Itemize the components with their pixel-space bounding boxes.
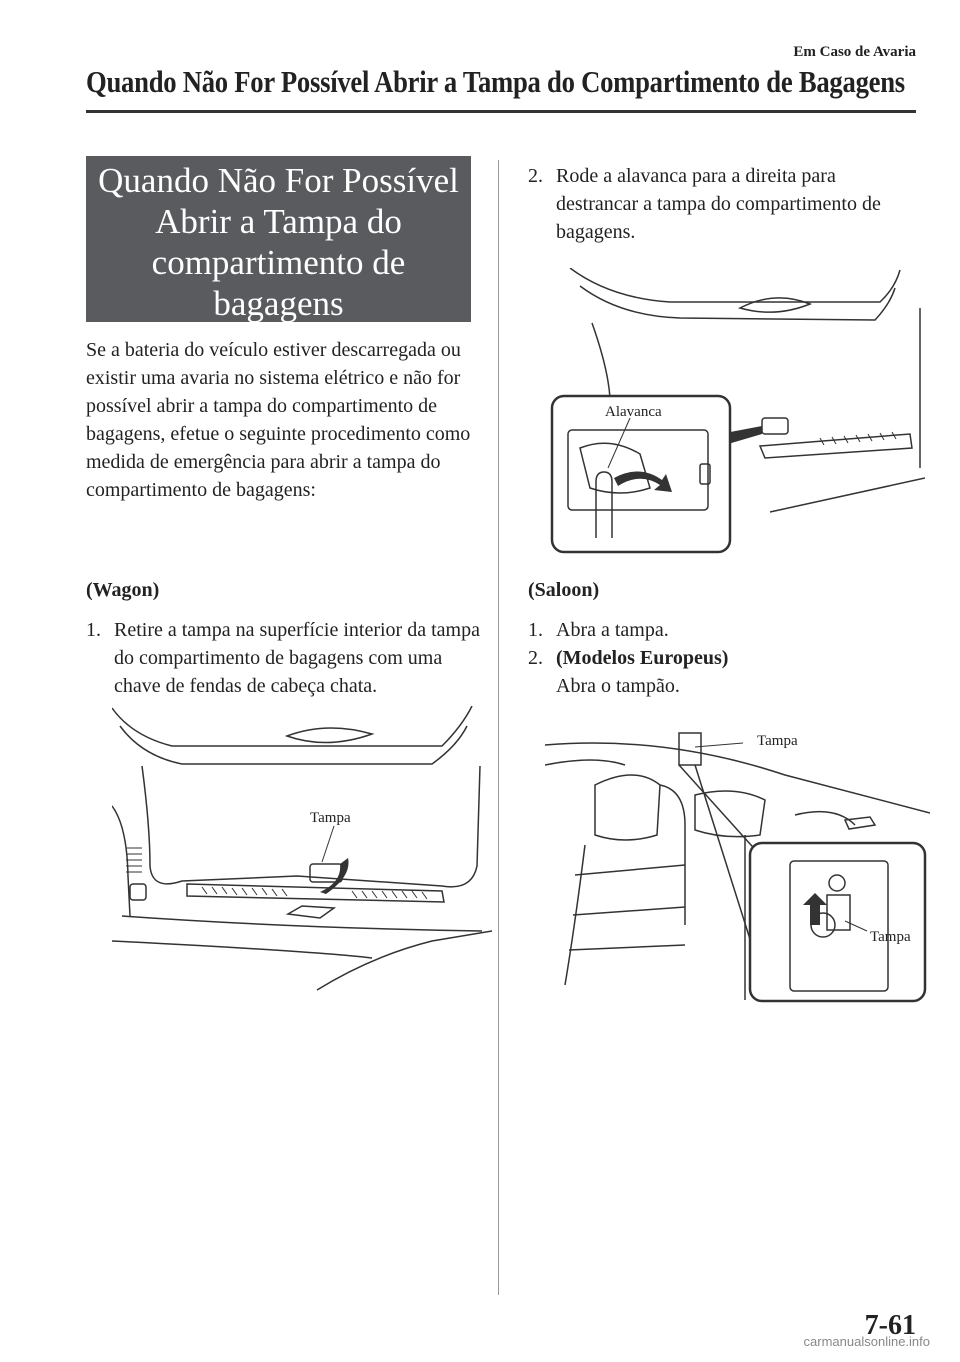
- step-bold-text: (Modelos Europeus): [556, 647, 729, 669]
- intro-paragraph: Se a bateria do veículo estiver descarre…: [86, 339, 471, 501]
- step-text: Retire a tampa na superfície interior da…: [114, 619, 480, 697]
- figure-label-tampa-top: Tampa: [757, 733, 798, 749]
- saloon-step-2: 2. (Modelos Europeus) Abra o tampão.: [528, 644, 908, 700]
- step-number: 1.: [86, 619, 101, 641]
- wagon-cover-illustration: Tampa: [112, 706, 492, 991]
- step-text: Abra a tampa.: [556, 619, 669, 641]
- column-divider: [498, 160, 499, 1295]
- page-number: 7-61: [864, 1310, 916, 1341]
- wagon-steps: (Wagon) 1. Retire a tampa na superfície …: [86, 576, 481, 700]
- saloon-illustration: Tampa Tampa: [545, 732, 930, 1003]
- wagon-label: (Wagon): [86, 579, 160, 601]
- section-heading-box: Quando Não For Possível Abrir a Tampa do…: [86, 156, 471, 323]
- step-text: Rode a alavanca para a direita para dest…: [556, 165, 881, 243]
- saloon-steps: (Saloon) 1. Abra a tampa. 2. (Modelos Eu…: [528, 576, 908, 700]
- running-title: Quando Não For Possível Abrir a Tampa do…: [86, 64, 905, 99]
- wagon-step-1: 1. Retire a tampa na superfície interior…: [86, 616, 481, 700]
- watermark: carmanualsonline.info: [803, 1334, 930, 1349]
- step-number: 2.: [528, 647, 543, 669]
- heading-line: Quando Não For Possível: [98, 161, 459, 200]
- step-number: 1.: [528, 619, 543, 641]
- step-number: 2.: [528, 165, 543, 187]
- wagon-lever-illustration: Alavanca: [550, 268, 925, 554]
- figure-label-alavanca: Alavanca: [605, 404, 662, 420]
- heading-line: bagagens: [213, 284, 344, 323]
- heading-line: compartimento de: [151, 243, 406, 282]
- figure-label-tampa: Tampa: [310, 810, 351, 826]
- saloon-label: (Saloon): [528, 579, 600, 601]
- wagon-step-2: 2. Rode a alavanca para a direita para d…: [528, 162, 908, 246]
- saloon-step-1: 1. Abra a tampa.: [528, 616, 908, 644]
- header-rule: [86, 110, 916, 113]
- figure-label-tampa-inset: Tampa: [870, 929, 911, 945]
- step-text: Abra o tampão.: [556, 675, 680, 697]
- section-label: Em Caso de Avaria: [793, 44, 916, 60]
- heading-line: Abrir a Tampa do: [155, 202, 402, 241]
- wagon-step-2-row: 2. Rode a alavanca para a direita para d…: [528, 162, 908, 246]
